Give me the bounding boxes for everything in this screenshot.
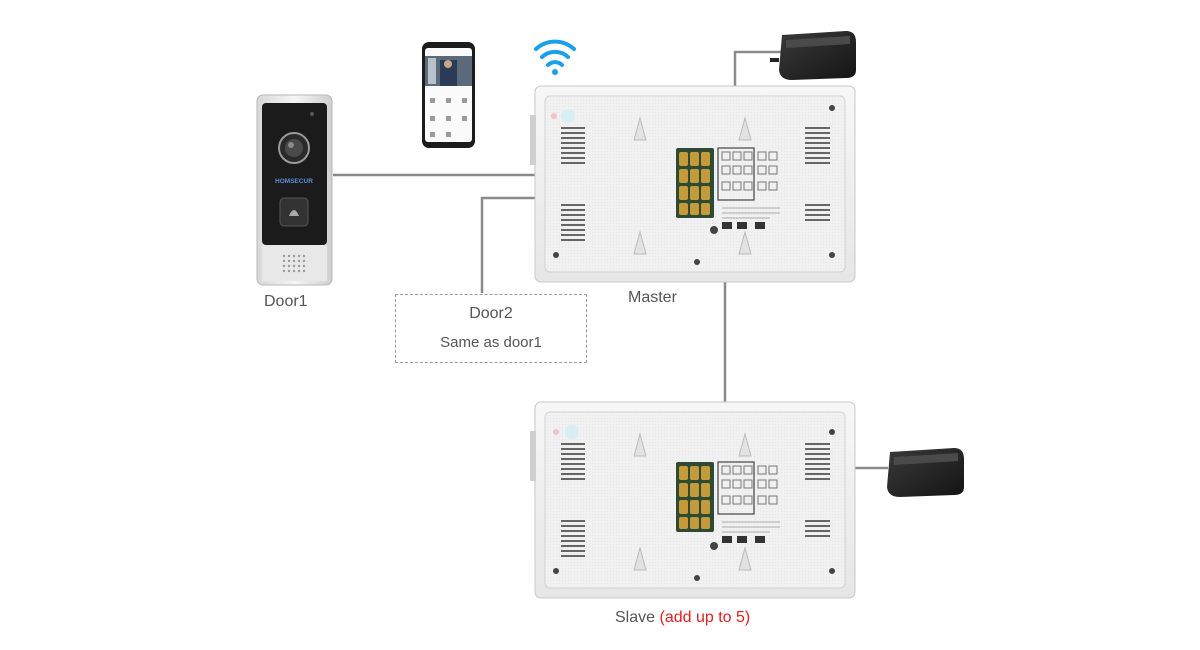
monitor-icon — [530, 401, 856, 599]
door2-subtitle: Same as door1 — [440, 334, 542, 351]
power-adapter-icon — [887, 448, 964, 497]
door2-label: Door2 — [469, 305, 513, 322]
slave-label: Slave (add up to 5) — [615, 609, 750, 627]
monitor-icon — [530, 85, 856, 283]
door2-box: Door2 Same as door1 — [395, 294, 587, 363]
master-label: Master — [628, 289, 677, 306]
doorbell-brand: HOMSECUR — [275, 178, 313, 185]
wifi-icon — [534, 39, 576, 75]
door1-label: Door1 — [264, 293, 308, 310]
power-adapter-icon — [770, 31, 856, 80]
slave-note: (add up to 5) — [659, 609, 751, 626]
slave-label-text: Slave — [615, 609, 656, 626]
doorbell-camera-icon — [256, 94, 333, 286]
smartphone-icon — [422, 42, 475, 148]
